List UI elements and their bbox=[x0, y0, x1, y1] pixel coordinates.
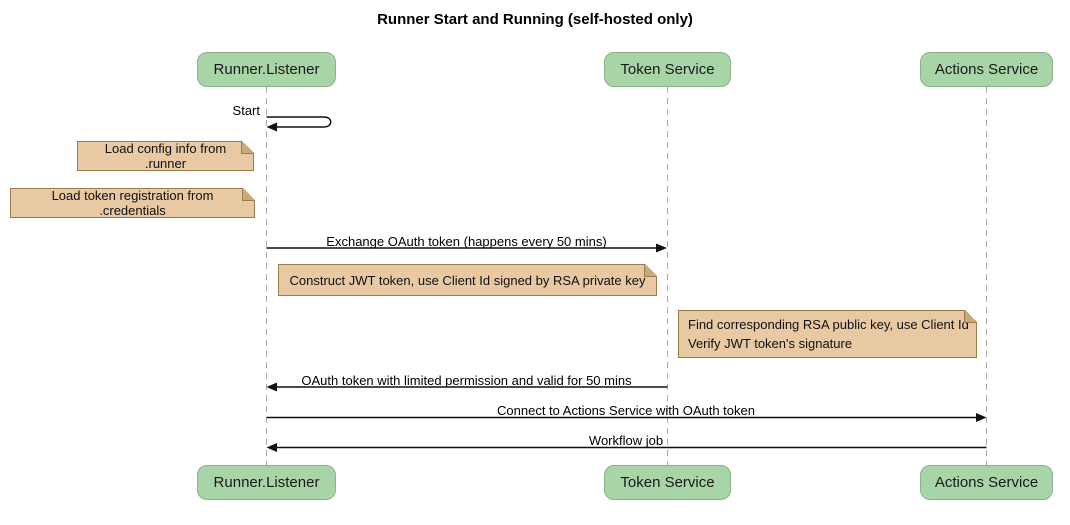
note-load-config-text: Load config info from .runner bbox=[104, 141, 227, 171]
message-label-connect-actions: Connect to Actions Service with OAuth to… bbox=[497, 403, 755, 418]
arrowhead-start bbox=[266, 122, 277, 132]
note-load-token-registration-text: Load token registration from .credential… bbox=[51, 188, 214, 218]
note-load-token-registration: Load token registration from .credential… bbox=[10, 188, 255, 218]
actor-token-service-bottom: Token Service bbox=[604, 465, 731, 500]
note-fold-icon bbox=[964, 310, 977, 323]
arrowhead-exchange-oauth bbox=[656, 243, 667, 253]
note-verify-jwt: Find corresponding RSA public key, use C… bbox=[678, 310, 977, 358]
actor-runner-listener-bottom: Runner.Listener bbox=[197, 465, 336, 500]
note-fold-icon bbox=[644, 264, 657, 277]
note-fold-icon bbox=[242, 188, 255, 201]
note-construct-jwt-text: Construct JWT token, use Client Id signe… bbox=[289, 272, 646, 288]
message-label-workflow-job: Workflow job bbox=[588, 433, 664, 448]
arrowhead-connect-actions bbox=[976, 413, 987, 422]
note-load-config: Load config info from .runner bbox=[77, 141, 254, 171]
message-label-start: Start bbox=[232, 103, 260, 118]
arrowhead-workflow-job bbox=[266, 443, 277, 452]
note-construct-jwt: Construct JWT token, use Client Id signe… bbox=[278, 264, 657, 296]
actor-actions-service-top: Actions Service bbox=[920, 52, 1053, 87]
note-verify-jwt-text: Find corresponding RSA public key, use C… bbox=[688, 317, 969, 351]
actor-actions-service-bottom: Actions Service bbox=[920, 465, 1053, 500]
message-label-exchange-oauth: Exchange OAuth token (happens every 50 m… bbox=[326, 234, 607, 249]
actor-runner-listener-top: Runner.Listener bbox=[197, 52, 336, 87]
message-label-oauth-token: OAuth token with limited permission and … bbox=[301, 373, 632, 388]
self-message-start-line bbox=[266, 116, 332, 128]
arrowhead-oauth-token bbox=[266, 382, 277, 392]
note-fold-icon bbox=[241, 141, 254, 154]
diagram-title: Runner Start and Running (self-hosted on… bbox=[377, 11, 693, 28]
actor-token-service-top: Token Service bbox=[604, 52, 731, 87]
